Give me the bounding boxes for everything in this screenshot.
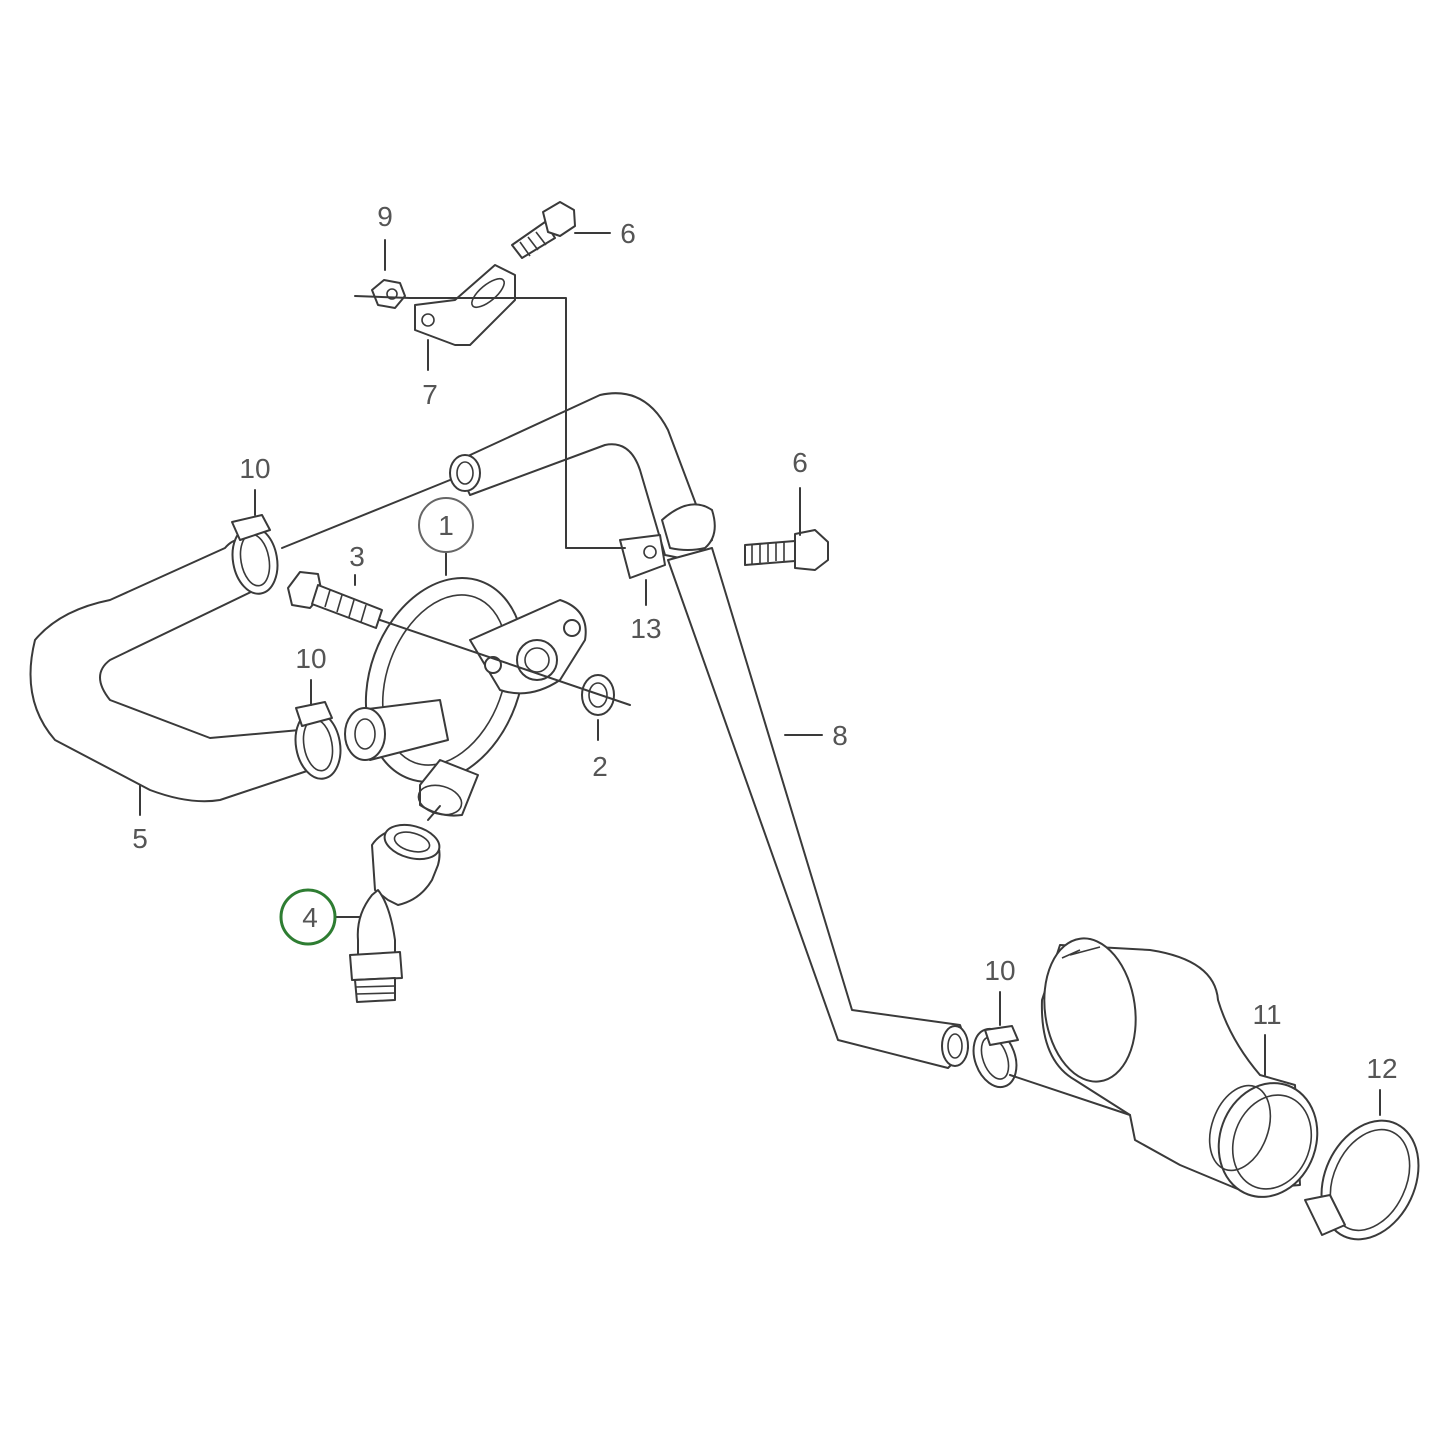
callout-11: 11 [1252, 999, 1281, 1030]
oil-separator-housing [344, 577, 587, 817]
callout-6-right: 6 [792, 447, 808, 478]
callout-4: 4 [302, 902, 318, 933]
callout-3: 3 [349, 541, 365, 572]
callout-2: 2 [592, 751, 608, 782]
hose-clamp-lower [294, 701, 342, 780]
callout-10-bottom: 10 [984, 955, 1015, 986]
callout-6-top: 6 [620, 218, 636, 249]
elbow-fitting [349, 823, 441, 1003]
hose-clamp-bottom [972, 1025, 1019, 1089]
bolt-left [287, 571, 383, 629]
callout-10-upper: 10 [239, 453, 270, 484]
breather-pipe [449, 392, 969, 1069]
pipe-clip-bracket [619, 503, 716, 579]
callout-circle-4-highlight [279, 888, 337, 946]
intake-boot [1040, 937, 1319, 1198]
large-hose-clamp [1304, 1119, 1420, 1241]
callout-12: 12 [1366, 1053, 1397, 1084]
callout-5: 5 [132, 823, 148, 854]
bolt-top [511, 201, 576, 259]
callout-9: 9 [377, 201, 393, 232]
leader-lines [139, 232, 1381, 1116]
callout-1: 1 [438, 510, 454, 541]
mounting-bracket [414, 264, 516, 346]
callout-10-middle: 10 [295, 643, 326, 674]
callout-8: 8 [832, 720, 848, 751]
hose-clamp-upper [231, 514, 279, 595]
bolt-right [744, 529, 829, 571]
nut [371, 279, 406, 309]
callout-13: 13 [630, 613, 661, 644]
callout-7: 7 [422, 379, 438, 410]
callout-circle-1 [418, 497, 474, 553]
